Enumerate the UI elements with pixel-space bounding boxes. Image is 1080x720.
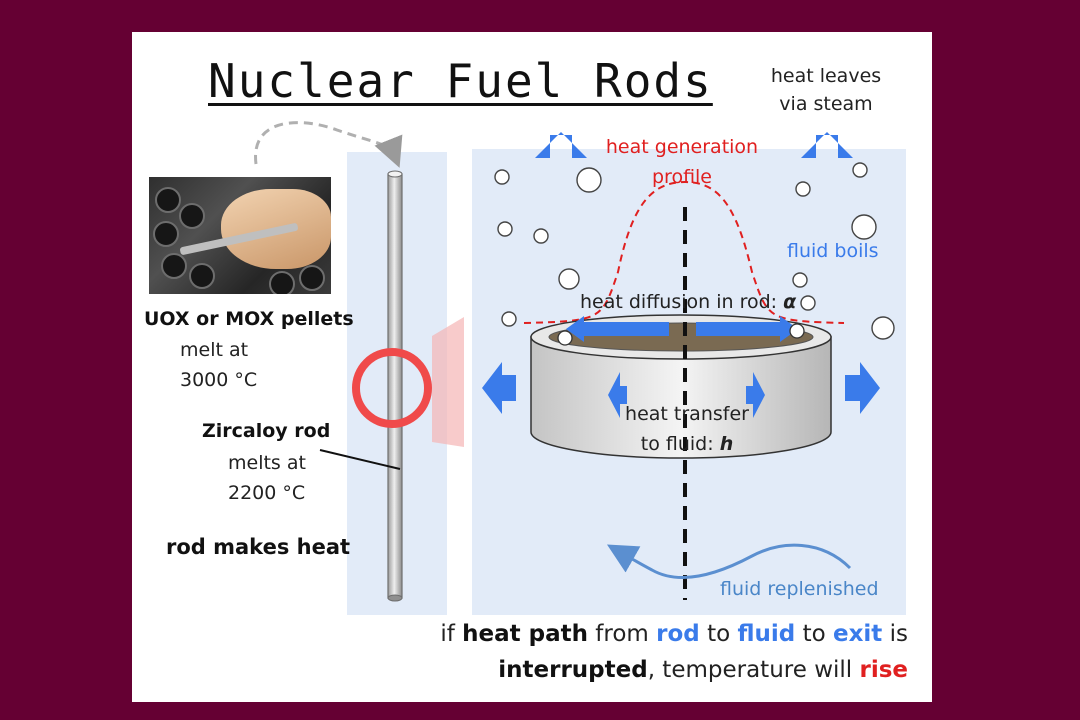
pellet-photo bbox=[149, 177, 331, 294]
pellets-melt-line2: 3000 °C bbox=[180, 369, 258, 391]
conclusion-text: if heat path from rod to fluid to exit i… bbox=[440, 616, 908, 688]
fluid-boils-label: fluid boils bbox=[787, 240, 879, 262]
heat-transfer-label: heat transfer to fluid: h bbox=[625, 403, 749, 455]
heat-diffusion-label: heat diffusion in rod: α bbox=[580, 291, 797, 313]
replenish-arrow bbox=[606, 543, 852, 579]
bubble-right-edge bbox=[789, 323, 805, 339]
pellets-melt-line1: melt at bbox=[180, 339, 249, 361]
steam-label: heat leaves via steam bbox=[770, 65, 882, 115]
pellets-label: UOX or MOX pellets bbox=[144, 308, 354, 330]
photo-to-rod-arrow bbox=[254, 121, 403, 168]
rod-heat-label: rod makes heat bbox=[166, 535, 351, 559]
steam-arrow-right bbox=[801, 132, 853, 158]
fuel-rod bbox=[387, 170, 403, 602]
conclusion-line-1: if heat path from rod to fluid to exit i… bbox=[440, 621, 908, 647]
zircaloy-pointer bbox=[319, 449, 401, 470]
zoom-ring bbox=[352, 348, 432, 428]
slide: Nuclear Fuel Rods heat leaves via steam bbox=[132, 32, 932, 702]
outflow-arrow-left bbox=[482, 362, 516, 414]
outflow-arrow-right bbox=[845, 362, 880, 414]
zircaloy-melt-line2: 2200 °C bbox=[228, 482, 306, 504]
zircaloy-melt-line1: melts at bbox=[228, 452, 306, 474]
slide-title: Nuclear Fuel Rods bbox=[208, 54, 713, 108]
zoom-cone bbox=[432, 317, 464, 447]
diffusion-arrow-left bbox=[566, 316, 669, 342]
heat-generation-profile bbox=[523, 180, 845, 324]
fluid-replenished-label: fluid replenished bbox=[720, 578, 879, 600]
bubble-left-edge bbox=[557, 330, 573, 346]
transfer-arrow-inner-right bbox=[746, 372, 765, 418]
transfer-arrow-inner-left bbox=[608, 372, 627, 418]
diagram-graphics bbox=[254, 121, 895, 602]
conclusion-line-2: interrupted, temperature will rise bbox=[498, 657, 908, 683]
steam-arrow-left bbox=[535, 132, 587, 158]
diffusion-arrow-right bbox=[696, 316, 798, 342]
heat-generation-label: heat generation profile bbox=[605, 136, 759, 188]
bubbles bbox=[494, 162, 895, 340]
zircaloy-label: Zircaloy rod bbox=[202, 420, 331, 442]
